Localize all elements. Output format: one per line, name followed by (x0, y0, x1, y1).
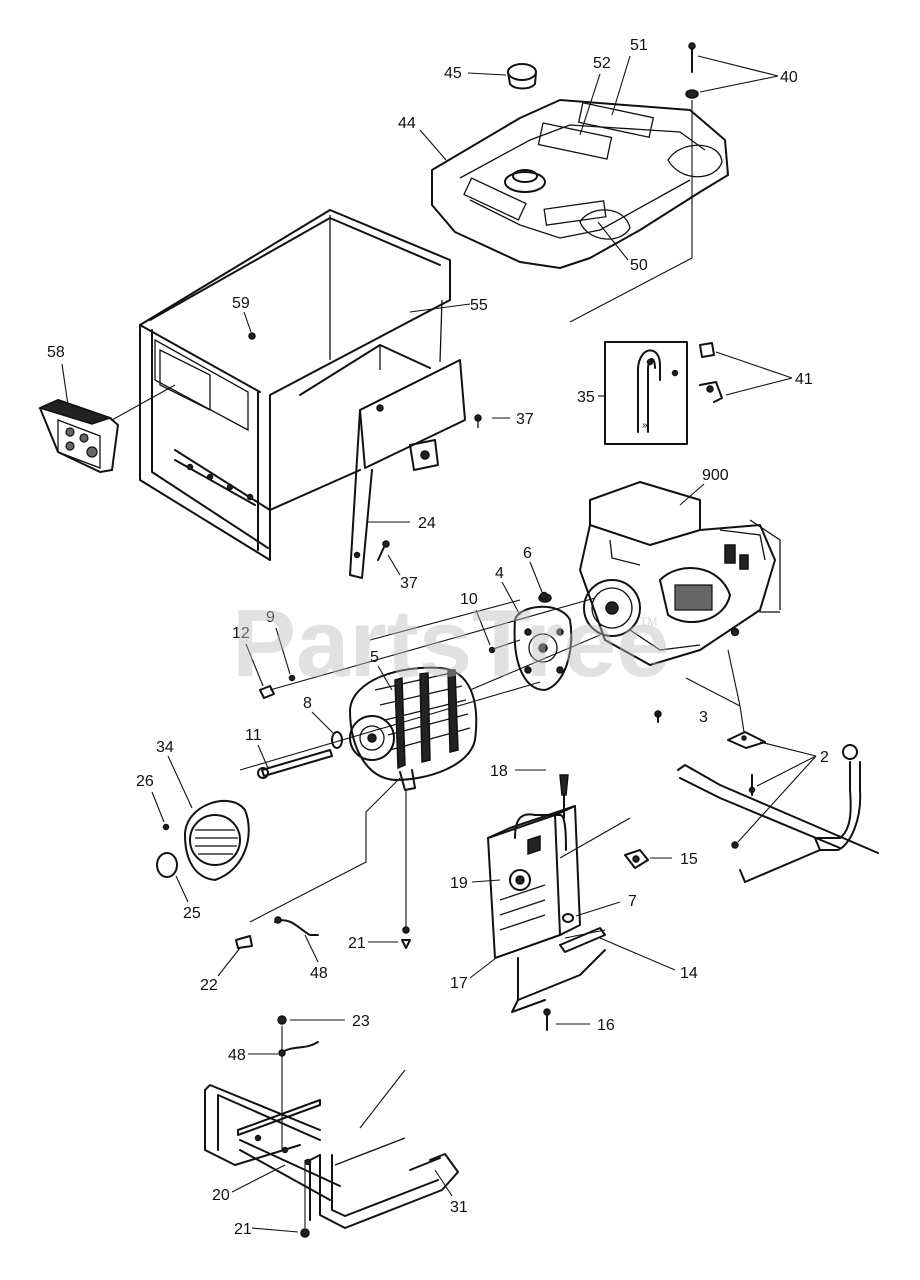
callout-52: 52 (593, 55, 611, 72)
bracket-screw (543, 1008, 551, 1031)
callout-58: 58 (47, 344, 65, 361)
callout-12: 12 (232, 625, 250, 642)
small-screws (259, 591, 549, 699)
gasket (624, 849, 649, 869)
callout-3: 3 (699, 709, 708, 726)
callout-31: 31 (450, 1199, 468, 1216)
callout-4: 4 (495, 565, 504, 582)
callout-7: 7 (628, 893, 637, 910)
muffler-nut (562, 913, 574, 923)
callout-45: 45 (444, 65, 462, 82)
rear-bearing-carrier (162, 800, 250, 881)
callout-10: 10 (460, 591, 478, 608)
callout-37-lower: 37 (400, 575, 418, 592)
callout-26: 26 (136, 773, 154, 790)
callout-55: 55 (470, 297, 488, 314)
frame (139, 209, 451, 561)
callout-34: 34 (156, 739, 174, 756)
callout-14: 14 (680, 965, 698, 982)
watermark: PartsTree TM (232, 590, 670, 697)
muffler-bracket (559, 927, 606, 953)
base-ground-hardware (277, 1015, 319, 1238)
callout-2: 2 (820, 749, 829, 766)
callout-44: 44 (398, 115, 416, 132)
callout-48-upper: 48 (310, 965, 328, 982)
callout-15: 15 (680, 851, 698, 868)
watermark-text: PartsTree (232, 590, 670, 697)
gasket-leader (559, 817, 631, 859)
muffler (487, 805, 606, 1013)
handle-assembly (654, 627, 879, 883)
watermark-tm: TM (640, 615, 657, 629)
callout-37-upper: 37 (516, 411, 534, 428)
callout-9: 9 (266, 609, 275, 626)
screws-37 (377, 414, 482, 561)
callout-5: 5 (370, 649, 379, 666)
callout-18: 18 (490, 763, 508, 780)
callout-19: 19 (450, 875, 468, 892)
ground-screw (401, 926, 411, 949)
fuel-tank (431, 99, 729, 269)
screw-and-washer (569, 42, 699, 323)
brush-wire-leaders (249, 777, 407, 930)
frame-screw (248, 332, 256, 340)
callout-40: 40 (780, 69, 798, 86)
callout-35: 35 (577, 389, 595, 406)
fuel-line-kit: » (604, 341, 688, 445)
washer (331, 731, 343, 749)
fuel-valve (699, 342, 723, 403)
base-frame (204, 1069, 459, 1229)
callout-16: 16 (597, 1017, 615, 1034)
callout-41: 41 (795, 371, 813, 388)
stator-assembly (349, 666, 478, 791)
callout-21-lower: 21 (234, 1221, 252, 1238)
callout-51: 51 (630, 37, 648, 54)
callout-6: 6 (523, 545, 532, 562)
tail-pipe (559, 774, 569, 819)
through-bolt (257, 749, 333, 779)
callout-48-lower: 48 (228, 1047, 246, 1064)
callout-17: 17 (450, 975, 468, 992)
callout-23: 23 (352, 1013, 370, 1030)
callout-21-upper: 21 (348, 935, 366, 952)
callout-59: 59 (232, 295, 250, 312)
callout-900: 900 (702, 467, 729, 484)
control-panel (37, 384, 176, 473)
callout-8: 8 (303, 695, 312, 712)
svg-text:»: » (642, 420, 648, 431)
engine (579, 481, 781, 666)
engine-adapter (513, 593, 573, 691)
callout-25: 25 (183, 905, 201, 922)
callout-22: 22 (200, 977, 218, 994)
callout-20: 20 (212, 1187, 230, 1204)
end-cover (156, 852, 178, 878)
callout-50: 50 (630, 257, 648, 274)
callout-labels: 51 52 45 40 44 50 59 55 58 37 41 35 900 … (47, 37, 829, 1238)
callout-24: 24 (418, 515, 436, 532)
fuel-cap (507, 63, 537, 90)
brush-wire (235, 916, 319, 949)
callout-11: 11 (245, 727, 262, 744)
panel-bracket (349, 299, 471, 579)
